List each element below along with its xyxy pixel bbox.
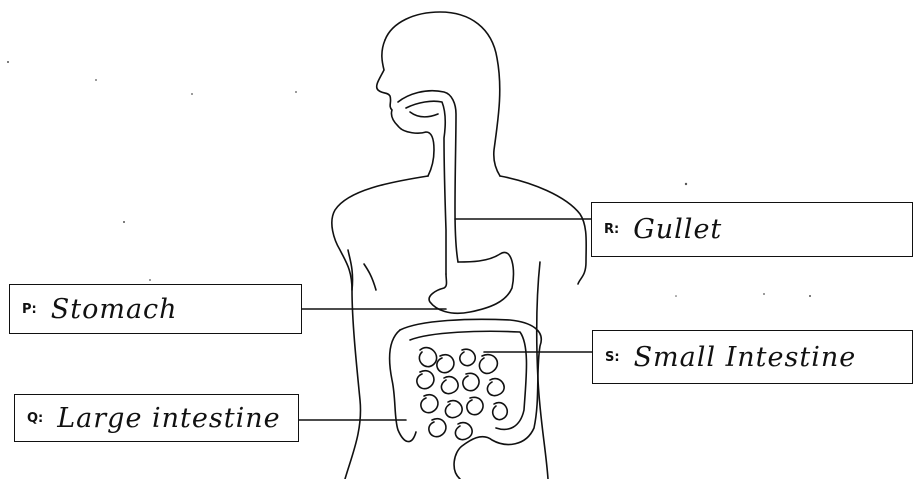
label-text-large-intestine: Large intestine <box>57 403 280 434</box>
torso-left-outline <box>332 176 428 479</box>
large-intestine-inner <box>410 331 527 429</box>
large-intestine-outline <box>400 319 541 479</box>
left-arm-inner <box>364 264 376 290</box>
label-letter-s: S: <box>605 350 620 365</box>
label-letter-q: Q: <box>27 411 43 426</box>
label-letter-r: R: <box>604 222 619 237</box>
label-text-gullet: Gullet <box>633 214 722 245</box>
stomach-outline <box>429 252 513 313</box>
head-outline <box>385 12 500 176</box>
label-box-q: Q: Large intestine <box>14 394 299 442</box>
tongue <box>410 112 438 117</box>
label-text-stomach: Stomach <box>51 294 178 325</box>
label-box-s: S: Small Intestine <box>592 330 913 384</box>
label-letter-p: P: <box>22 302 37 317</box>
large-intestine-left <box>390 330 416 442</box>
label-text-small-intestine: Small Intestine <box>634 342 857 373</box>
small-intestine-coils <box>417 348 507 440</box>
label-box-r: R: Gullet <box>591 202 913 257</box>
label-box-p: P: Stomach <box>9 284 302 334</box>
mouth-cavity-inner <box>406 101 446 274</box>
